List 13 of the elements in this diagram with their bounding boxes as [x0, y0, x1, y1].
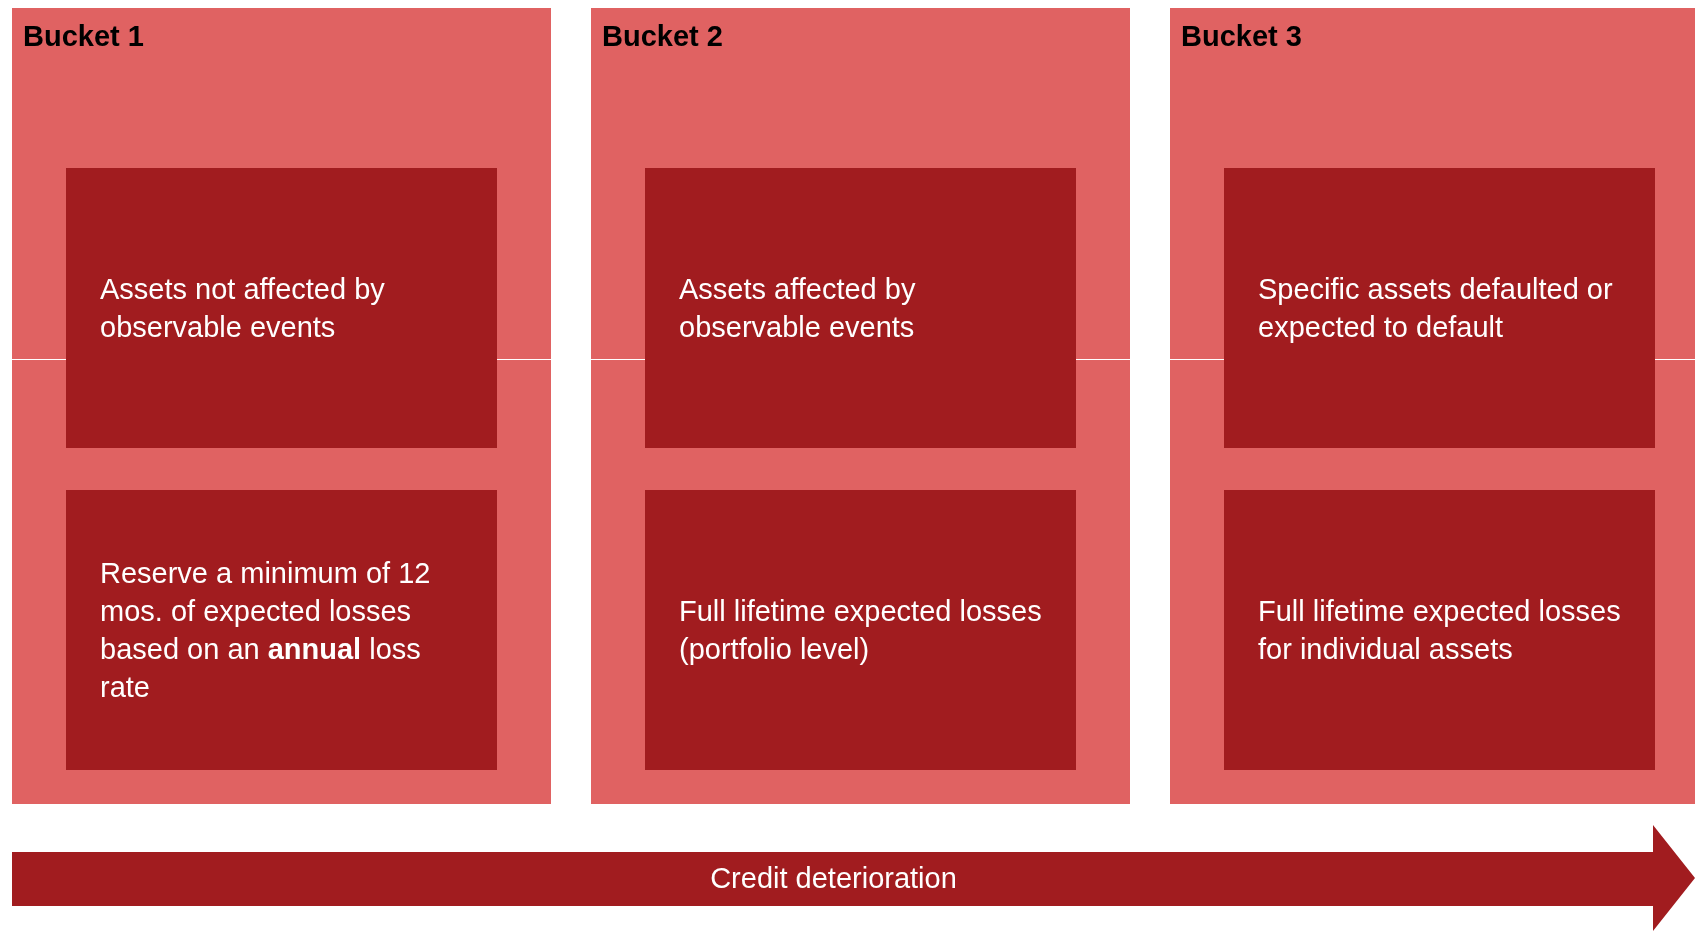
- arrow-label: Credit deterioration: [709, 861, 958, 895]
- statement-card: Assets affected by observable events: [645, 168, 1076, 448]
- bucket-panel: [12, 8, 551, 804]
- statement-card: Assets not affected by observable events: [66, 168, 497, 448]
- bucket-panel: [591, 8, 1130, 804]
- statement-card: Full lifetime expected losses for individual assets: [1224, 490, 1655, 770]
- bucket-heading: Bucket 1: [23, 20, 144, 53]
- bucket-panel: [1170, 8, 1695, 804]
- bucket-heading: Bucket 2: [602, 20, 723, 53]
- bucket-heading: Bucket 3: [1181, 20, 1302, 53]
- statement-card: Reserve a minimum of 12 mos. of expected losses based on an annual loss rate: [66, 490, 497, 770]
- statement-card: Specific assets defaulted or expected to default: [1224, 168, 1655, 448]
- statement-card: Full lifetime expected losses (portfolio level): [645, 490, 1076, 770]
